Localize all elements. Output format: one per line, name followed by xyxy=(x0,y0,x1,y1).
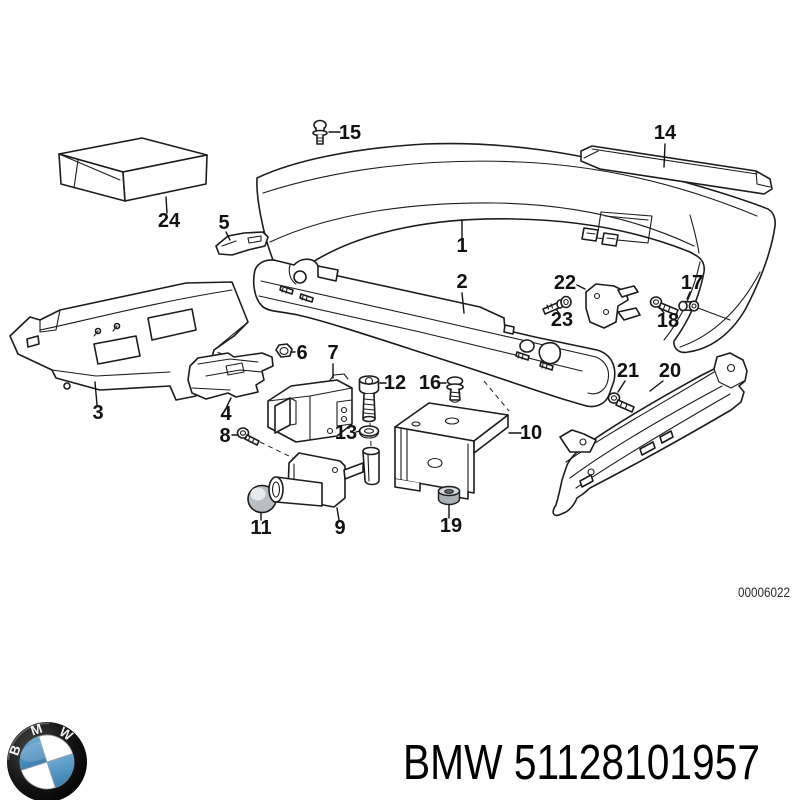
callout-number-21: 21 xyxy=(617,360,639,382)
callout-number-2: 2 xyxy=(456,271,467,293)
callout-leader-23 xyxy=(555,308,560,314)
callout-number-5: 5 xyxy=(218,212,229,234)
callout-number-17: 17 xyxy=(681,272,703,294)
part-7-housing xyxy=(267,373,353,443)
callout-leader-17 xyxy=(686,291,691,300)
exploded-parts-diagram: 123456789101112131415161718192021222324 … xyxy=(9,119,790,600)
callout-leader-9 xyxy=(336,507,340,521)
part-9-shock-absorber xyxy=(268,446,380,508)
part-24-box xyxy=(58,137,208,202)
callout-leader-18 xyxy=(659,307,665,314)
callout-number-12: 12 xyxy=(384,372,406,394)
callout-number-22: 22 xyxy=(554,272,576,294)
callout-number-15: 15 xyxy=(339,122,361,144)
part-18-screw xyxy=(649,296,679,316)
callout-number-14: 14 xyxy=(654,122,677,144)
part-20-side-panel-right xyxy=(552,352,748,517)
part-13-washer xyxy=(358,425,380,439)
callout-number-10: 10 xyxy=(520,422,542,444)
part-21-screw xyxy=(607,392,635,413)
callout-number-11: 11 xyxy=(250,517,271,539)
part-19-nut xyxy=(437,485,461,506)
callout-leader-21 xyxy=(617,380,626,393)
callout-number-23: 23 xyxy=(551,309,573,331)
callout-number-24: 24 xyxy=(158,210,181,232)
callout-number-8: 8 xyxy=(219,425,230,447)
drawing-number: 00006022 xyxy=(738,584,790,600)
callout-number-1: 1 xyxy=(456,235,467,257)
part-23-screw xyxy=(542,295,572,315)
callout-leader-4 xyxy=(226,397,232,407)
part-14-rub-strip xyxy=(580,145,773,195)
callout-number-3: 3 xyxy=(92,402,103,424)
part-6-nut xyxy=(275,343,293,358)
callout-number-6: 6 xyxy=(296,342,307,364)
callout-number-19: 19 xyxy=(440,515,462,537)
callout-leader-13 xyxy=(355,430,361,433)
callout-leader-3 xyxy=(94,381,98,406)
callout-number-4: 4 xyxy=(220,403,232,425)
callout-leader-24 xyxy=(165,196,168,214)
part-12-bolt xyxy=(358,375,380,423)
callout-leader-14 xyxy=(663,143,666,168)
callout-number-13: 13 xyxy=(335,422,357,444)
callout-number-20: 20 xyxy=(659,360,681,382)
callout-leader-22 xyxy=(576,284,586,290)
callout-leader-20 xyxy=(649,380,664,392)
part-5-pad xyxy=(215,231,269,256)
callout-number-18: 18 xyxy=(657,310,679,332)
callout-leader-5 xyxy=(225,231,231,241)
callout-number-16: 16 xyxy=(419,372,441,394)
bmw-letter-M: M xyxy=(29,721,44,739)
callout-leader-2 xyxy=(461,292,465,314)
part-17-barrel-nut xyxy=(678,300,731,321)
part-15-rivet xyxy=(312,119,328,145)
callout-number-9: 9 xyxy=(334,517,345,539)
part-10-mounting-bracket xyxy=(394,402,509,500)
part-8-screw xyxy=(236,427,260,446)
part-22-bracket xyxy=(585,283,641,329)
part-16-screw xyxy=(446,376,464,403)
part-4-bracket-plate xyxy=(187,352,274,400)
part-number-caption: BMW 51128101957 xyxy=(403,736,760,790)
callout-number-7: 7 xyxy=(327,342,338,364)
part-2-carrier xyxy=(252,258,616,408)
part-1-bumper-cover xyxy=(256,142,776,354)
